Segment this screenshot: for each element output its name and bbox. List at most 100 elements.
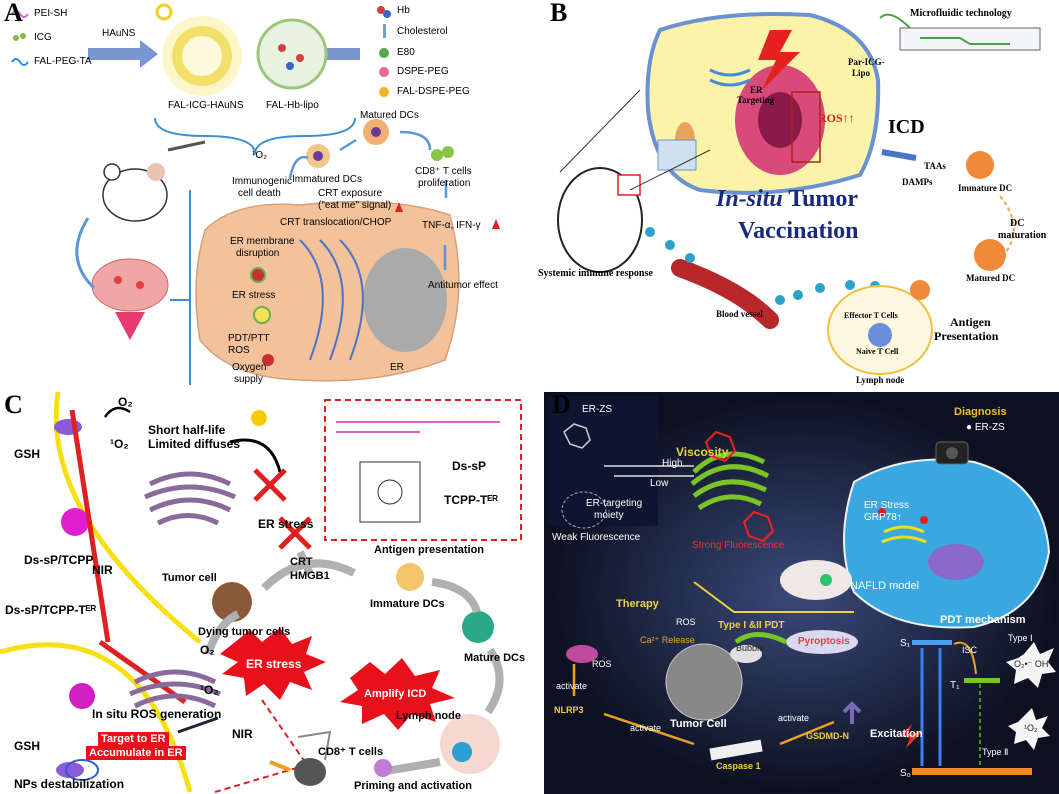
panel-c-letter: C	[4, 392, 23, 419]
type-i-label: Type Ⅰ	[1008, 633, 1033, 643]
ros-d-label-1: ROS	[676, 617, 696, 627]
in-situ-ros-label: In situ ROS generation	[92, 707, 222, 721]
panel-a-graphics	[11, 3, 500, 385]
er-stress-burst-label: ER stress	[246, 657, 302, 671]
mouse-d	[780, 560, 852, 600]
er-green	[690, 451, 770, 511]
panel-d-letter: D	[552, 392, 571, 419]
o2-top-c: O₂	[118, 395, 133, 409]
ds-sp-tcpp-ter-particle	[69, 683, 95, 709]
dying-tumor-cell	[212, 582, 252, 622]
eat-me-label: ("eat me" signal)	[318, 200, 392, 211]
mature-dcs-c-label: Mature DCs	[464, 652, 526, 664]
gsdmd-label: GSDMD-N	[806, 731, 849, 741]
amplify-icd-label: Amplify ICD	[364, 688, 427, 700]
strong-fluorescence-label: Strong Fluorescence	[692, 540, 785, 551]
block-cross-2	[278, 516, 312, 550]
fal-hb-lipo-particle	[256, 18, 328, 90]
target-er-label: Target to ER	[98, 732, 169, 747]
type-pdt-label: Type I &II PDT	[718, 620, 785, 631]
cholesterol-icon	[383, 24, 386, 38]
matured-dc-label-b: Matured DC	[966, 273, 1016, 283]
antigen-label-1: Antigen	[950, 315, 991, 329]
hb-icon	[377, 6, 391, 18]
legend-e80: E80	[397, 47, 415, 58]
t1-label: T₁	[950, 680, 960, 691]
tumor-cell-d	[665, 643, 743, 721]
nucleus	[363, 248, 447, 352]
viscosity-label: Viscosity	[676, 445, 729, 459]
taas-label: TAAs	[924, 161, 946, 171]
priming-label: Priming and activation	[354, 780, 472, 792]
excitation-lightning	[900, 724, 922, 748]
cd8-label: CD8⁺ T cells	[415, 166, 472, 177]
nir-beam-2	[98, 639, 187, 705]
ros-label-a: ROS	[228, 345, 250, 356]
panel-a-letter: A	[4, 0, 23, 27]
gsh-label-1: GSH	[14, 447, 41, 461]
par-icg-label-1: Par-ICG-	[848, 57, 885, 67]
legend-fal-dspe-peg: FAL-DSPE-PEG	[397, 86, 470, 97]
er-organelle-2	[128, 669, 222, 709]
legend-cholesterol: Cholesterol	[397, 26, 448, 37]
nir-label-2: NIR	[232, 727, 253, 741]
effector-label: Effector T Cells	[844, 311, 898, 320]
short-half-life-label: Short half-life	[148, 423, 226, 437]
high-label: High	[662, 458, 683, 469]
disruption-label: disruption	[236, 248, 280, 259]
er-zs-structure-label: ER-ZS	[582, 404, 612, 415]
cd8-t-cells	[431, 146, 454, 161]
type-ii-label: Type Ⅱ	[982, 747, 1009, 757]
hauns-icon	[155, 3, 173, 21]
immature-dcs-c-label: Immature DCs	[370, 598, 445, 610]
hauns-label: HAuNS	[102, 28, 136, 39]
crt-translocation-label: CRT translocation/CHOP	[280, 217, 392, 228]
pei-sh-icon	[11, 10, 29, 18]
tcpp-ter-label: TCPP-Tᴱᴿ	[444, 493, 498, 507]
grp78-label: GRP78↑	[864, 512, 902, 523]
matured-dcs-label: Matured DCs	[360, 110, 419, 121]
structure-box	[324, 399, 522, 541]
icd-label-b: ICD	[888, 116, 925, 138]
tumor-cell-d-label: Tumor Cell	[670, 718, 727, 730]
arrow-to-hauns	[88, 40, 158, 68]
supply-label: supply	[234, 374, 263, 385]
fal-dspe-peg-icon	[379, 87, 389, 97]
singlet-oxygen-a: ¹O₂	[252, 150, 267, 161]
er-targeting-label-1: ER	[750, 85, 763, 95]
pdt-ptt-label: PDT/PTT	[228, 333, 270, 344]
limited-diffuses-label: Limited diffuses	[148, 437, 241, 451]
antigen-presentation-c: Antigen presentation	[374, 544, 485, 556]
lymph-node-c-label: Lymph node	[396, 710, 461, 722]
nlrp3-label: NLRP3	[554, 705, 584, 715]
er-stress-label-a: ER stress	[232, 290, 276, 301]
o2-oh-label: O₂•⁻ OH	[1014, 659, 1049, 669]
liver-cell	[843, 458, 1051, 629]
title-tumor: Tumor	[782, 186, 859, 212]
ds-sp-tcpp-label: Ds-sP/TCPP	[24, 553, 94, 567]
weak-fluorescence-label: Weak Fluorescence	[552, 532, 641, 543]
mouse	[102, 168, 168, 222]
title-line-2: Vaccination	[738, 218, 859, 244]
sad-face-icon	[251, 410, 267, 426]
damps-label: DAMPs	[902, 177, 933, 187]
immatured-dcs-label: Immatured DCs	[292, 174, 363, 185]
microfluidic-label: Microfluidic technology	[910, 8, 1012, 19]
lymph-label-b: Lymph node	[856, 375, 905, 385]
tumor-cell-label-c: Tumor cell	[162, 572, 217, 584]
activate-label-2: activate	[630, 723, 662, 733]
caspase-label: Caspase 1	[716, 761, 761, 771]
icd-arrow	[881, 149, 917, 161]
er-zs-legend-label: ● ER-ZS	[966, 422, 1005, 433]
o2-mid-c: O₂	[200, 643, 215, 657]
panel-b: B Microfluidic technology Par-ICG- Lipo …	[530, 0, 1059, 390]
legend-fal-peg-ta: FAL-PEG-TA	[34, 56, 92, 67]
er-label-a: ER	[390, 362, 404, 373]
er-stress-top-label: ER stress	[258, 517, 314, 531]
singlet-o2-c: ¹O₂	[110, 437, 129, 451]
cd8-c-label: CD8⁺ T cells	[318, 746, 384, 758]
laser-beam	[115, 312, 145, 340]
s1-label: S₁	[900, 638, 911, 649]
tumor-tissue	[91, 258, 169, 312]
e80-icon	[379, 48, 389, 58]
